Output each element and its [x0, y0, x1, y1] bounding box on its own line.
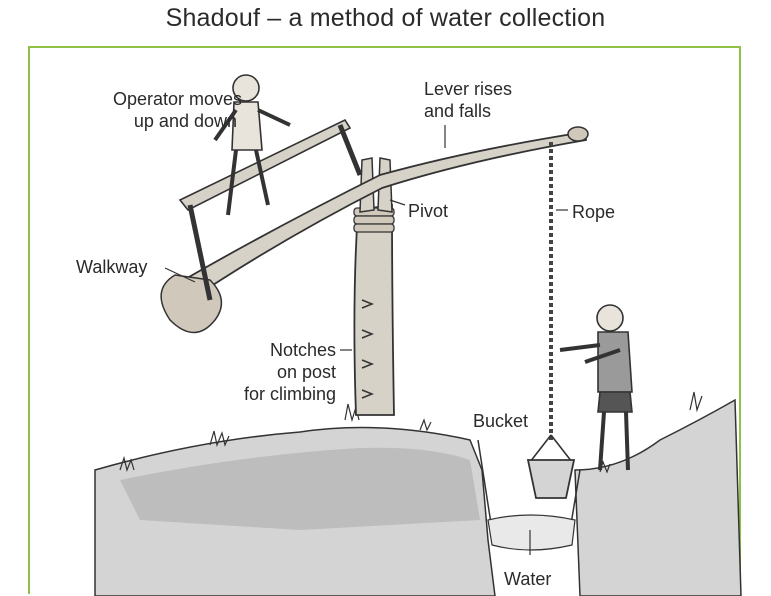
post-notches: [361, 299, 375, 399]
label-pivot: Pivot: [408, 201, 449, 221]
grass: [119, 391, 703, 474]
label-lever: Lever rises and falls: [424, 78, 512, 122]
label-rope: Rope: [572, 202, 616, 222]
post-fork: [359, 157, 393, 213]
leader-lines: [164, 125, 568, 555]
illustration-border: [28, 46, 741, 594]
well-man-figure: [559, 304, 633, 471]
label-water: Water: [504, 569, 552, 589]
label-lever-line2: and falls: [424, 101, 492, 121]
label-walkway: Walkway: [76, 257, 148, 277]
lever-end-knob: [567, 126, 589, 142]
diagram-title: Shadouf – a method of water collection: [165, 4, 606, 32]
right-bank: [574, 398, 742, 596]
label-notches-line1: Notches: [269, 340, 336, 360]
label-notches-line2: on post: [276, 362, 336, 382]
post: [353, 203, 395, 416]
walkway-beam: [178, 118, 352, 212]
counterweight: [160, 274, 223, 334]
water-surface: [487, 514, 576, 551]
left-bank-shade: [120, 447, 480, 530]
walkway-support: [187, 124, 363, 301]
label-bucket: Bucket: [473, 411, 529, 431]
label-operator-line2: up and down: [133, 111, 237, 131]
bucket-handle: [529, 434, 573, 463]
label-notches: Notches on post for climbing: [218, 339, 336, 405]
label-lever-line1: Lever rises: [424, 79, 513, 99]
label-operator: Operator moves up and down: [52, 88, 242, 132]
label-operator-line1: Operator moves: [112, 89, 242, 109]
operator-figure: [213, 74, 291, 216]
bucket: [526, 459, 576, 499]
label-notches-line3: for climbing: [243, 384, 336, 404]
